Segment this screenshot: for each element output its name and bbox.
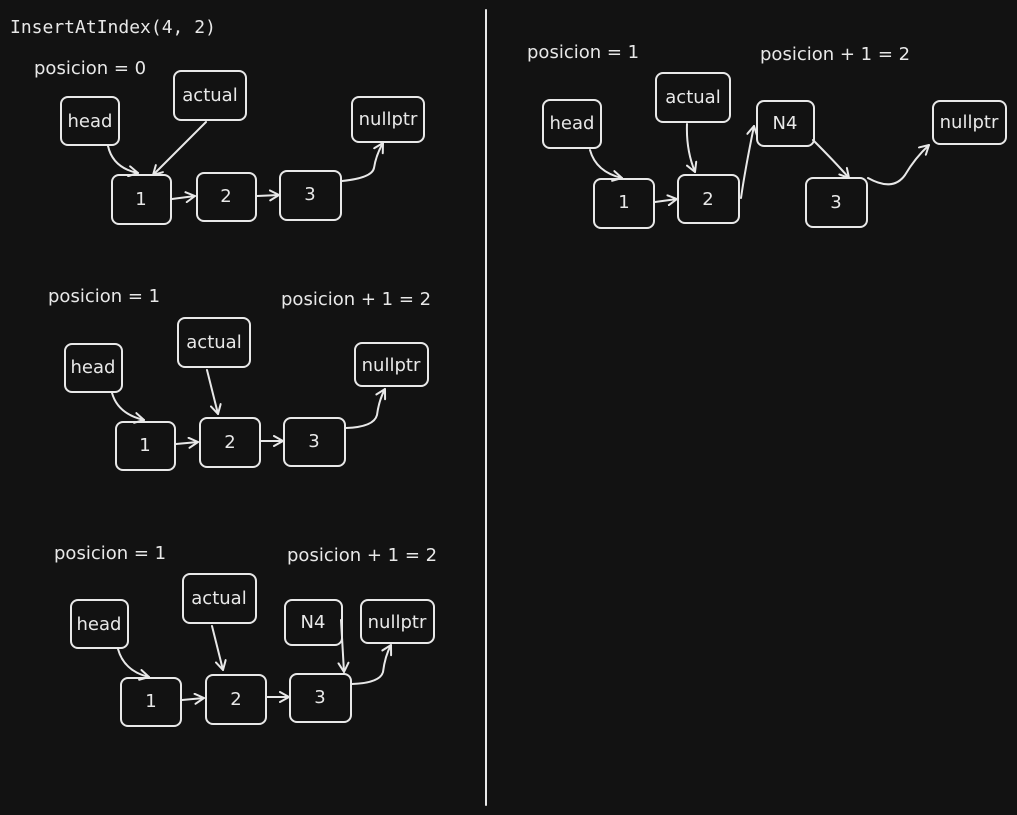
- node-label: 1: [139, 435, 150, 456]
- step-2-nullptr-node: nullptr: [354, 342, 429, 387]
- node-label: 2: [224, 432, 235, 453]
- node-label: nullptr: [368, 612, 427, 633]
- step-4-position-label: posicion = 1: [527, 42, 639, 63]
- step-1-arrow-head-to-1: [107, 145, 139, 178]
- node-label: head: [77, 614, 122, 635]
- step-3-head-node: head: [70, 599, 129, 649]
- node-label: N4: [773, 113, 798, 134]
- step-4-arrow-actual-to-2: [685, 123, 698, 173]
- step-1: posicion = 0 head actual nullptr 1 2 3: [34, 58, 425, 225]
- step-4-next-position-label: posicion + 1 = 2: [760, 44, 910, 65]
- step-4-nullptr-node: nullptr: [932, 100, 1007, 145]
- step-1-node-3: 3: [279, 170, 342, 221]
- step-4-arrow-1-to-2: [654, 194, 678, 207]
- step-3-position-label: posicion = 1: [54, 543, 166, 564]
- step-4-node-2: 2: [677, 174, 740, 224]
- step-3-node-3: 3: [289, 673, 352, 723]
- step-3: posicion = 1 posicion + 1 = 2 head actua…: [54, 543, 437, 727]
- step-1-head-node: head: [60, 96, 120, 146]
- node-label: nullptr: [940, 112, 999, 133]
- node-label: nullptr: [362, 355, 421, 376]
- step-2-arrow-head-to-1: [111, 392, 145, 424]
- step-4-arrow-2-to-n4: [740, 125, 759, 199]
- step-4-arrow-n4-to-3: [812, 139, 850, 179]
- node-label: head: [71, 357, 116, 378]
- node-label: 1: [145, 691, 156, 712]
- step-3-actual-node: actual: [182, 573, 257, 624]
- diagram-title: InsertAtIndex(4, 2): [10, 17, 216, 38]
- node-label: 3: [314, 687, 325, 708]
- step-3-next-position-label: posicion + 1 = 2: [287, 545, 437, 566]
- step-1-arrow-3-to-nullptr: [341, 142, 384, 182]
- node-label: N4: [301, 612, 326, 633]
- node-label: 3: [830, 192, 841, 213]
- node-label: 1: [135, 189, 146, 210]
- node-label: 3: [308, 431, 319, 452]
- step-2-arrow-actual-to-2: [206, 369, 222, 415]
- step-1-arrow-1-to-2: [171, 191, 196, 204]
- step-4-node-3: 3: [805, 177, 868, 228]
- step-4-node-1: 1: [593, 178, 655, 229]
- step-2-node-2: 2: [199, 417, 261, 468]
- node-label: actual: [191, 588, 246, 609]
- node-label: 3: [304, 184, 315, 205]
- step-2-arrow-3-to-nullptr: [345, 388, 387, 429]
- step-1-arrow-2-to-3: [256, 189, 280, 202]
- node-label: nullptr: [359, 109, 418, 130]
- step-2-arrow-1-to-2: [175, 436, 199, 449]
- node-label: 2: [702, 189, 713, 210]
- node-label: 2: [230, 689, 241, 710]
- step-3-arrow-head-to-1: [117, 648, 150, 681]
- step-2-actual-node: actual: [177, 317, 251, 368]
- step-2-head-node: head: [64, 343, 123, 393]
- step-3-arrow-actual-to-2: [211, 625, 227, 671]
- step-2: posicion = 1 posicion + 1 = 2 head actua…: [48, 286, 431, 471]
- step-4: posicion = 1 posicion + 1 = 2 head actua…: [527, 42, 1007, 229]
- step-4-arrow-3-to-nullptr: [867, 144, 930, 186]
- node-label: head: [68, 111, 113, 132]
- step-2-node-1: 1: [115, 421, 176, 471]
- step-3-arrow-3-to-nullptr: [351, 644, 393, 685]
- step-1-arrow-actual-to-1: [152, 121, 207, 176]
- node-label: 2: [220, 186, 231, 207]
- step-4-n4-node: N4: [756, 100, 815, 147]
- step-2-position-label: posicion = 1: [48, 286, 160, 307]
- step-4-arrow-head-to-1: [589, 149, 623, 182]
- step-1-nullptr-node: nullptr: [351, 96, 425, 143]
- step-2-next-position-label: posicion + 1 = 2: [281, 289, 431, 310]
- step-3-arrow-n4-to-3: [337, 619, 350, 673]
- step-1-node-2: 2: [196, 172, 257, 222]
- step-4-head-node: head: [542, 99, 602, 149]
- step-1-position-label: posicion = 0: [34, 58, 146, 79]
- step-3-nullptr-node: nullptr: [360, 599, 435, 644]
- step-2-node-3: 3: [283, 417, 346, 467]
- node-label: 1: [618, 192, 629, 213]
- step-4-actual-node: actual: [655, 72, 731, 123]
- node-label: actual: [182, 85, 237, 106]
- node-label: actual: [665, 87, 720, 108]
- step-3-node-1: 1: [120, 677, 182, 727]
- node-label: actual: [186, 332, 241, 353]
- step-1-actual-node: actual: [173, 70, 247, 121]
- node-label: head: [550, 113, 595, 134]
- step-1-node-1: 1: [111, 174, 172, 225]
- step-3-n4-node: N4: [284, 599, 343, 646]
- step-3-arrow-1-to-2: [181, 692, 205, 705]
- step-3-node-2: 2: [205, 674, 267, 725]
